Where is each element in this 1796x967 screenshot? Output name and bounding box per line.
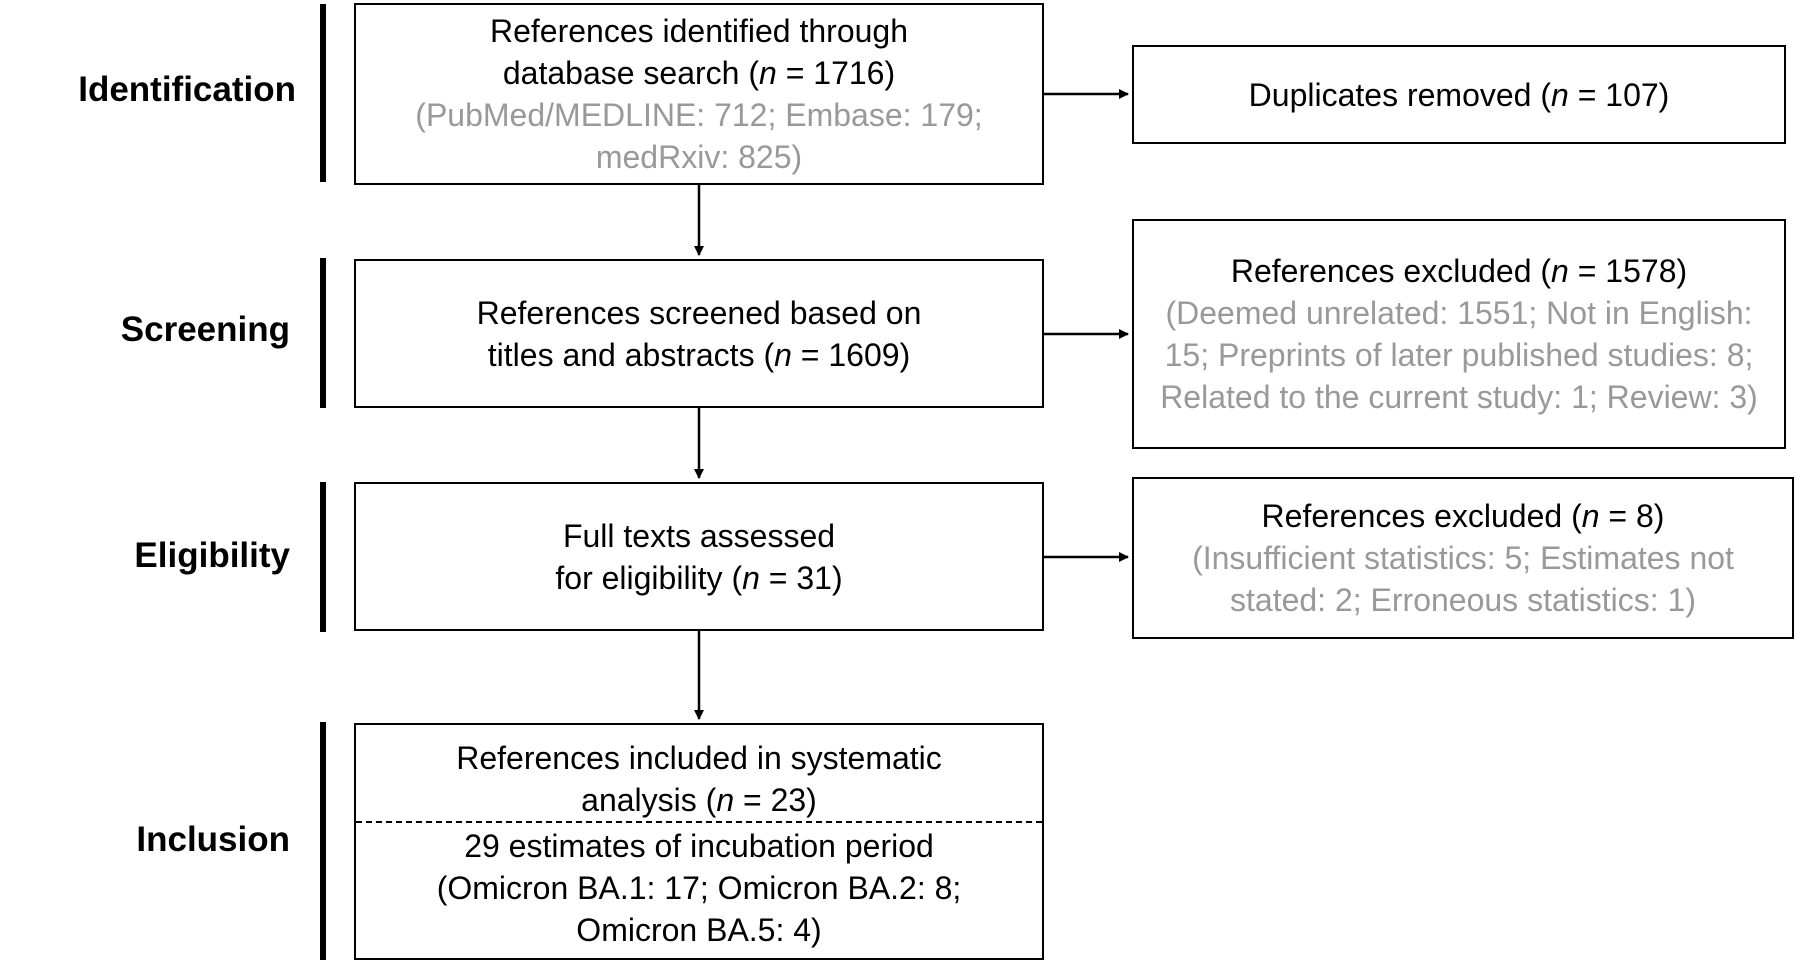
identified-sources-line1: (PubMed/MEDLINE: 712; Embase: 179; [415,97,983,133]
screened-line2: titles and abstracts (n = 1609) [487,336,911,373]
included-line2: analysis (n = 23) [581,782,817,818]
included-line5: Omicron BA.5: 4) [576,912,822,948]
included-line1: References included in systematic [456,740,942,776]
identified-line1: References identified through [489,13,909,49]
excluded-eligibility-detail-line2: stated: 2; Erroneous statistics: 1) [1230,582,1696,618]
box-references-excluded-eligibility: References excluded (n = 8) (Insufficien… [1132,477,1794,639]
box-references-identified: References identified through database s… [354,3,1044,185]
full-texts-line2: for eligibility (n = 31) [555,559,843,596]
stage-bar-inclusion [320,722,326,960]
box-duplicates-removed: Duplicates removed (n = 107) [1132,45,1786,144]
excluded-eligibility-title: References excluded (n = 8) [1261,498,1665,534]
box-full-texts-assessed: Full texts assessed for eligibility (n =… [354,482,1044,631]
stage-bar-screening [320,258,326,408]
identified-sources-line2: medRxiv: 825) [595,139,803,175]
stage-label-inclusion: Inclusion [136,820,290,859]
stage-label-identification: Identification [78,70,296,109]
included-line3: 29 estimates of incubation period [464,828,934,864]
excluded-eligibility-detail-line1: (Insufficient statistics: 5; Estimates n… [1192,540,1734,576]
included-line4: (Omicron BA.1: 17; Omicron BA.2: 8; [436,870,962,906]
included-estimates: 29 estimates of incubation period (Omicr… [356,825,1042,951]
included-dashed-divider [356,821,1042,823]
excluded-screening-title: References excluded (n = 1578) [1230,253,1688,289]
excluded-screening-detail: (Deemed unrelated: 1551; Not in English:… [1160,295,1758,415]
screened-line1: References screened based on [476,294,922,331]
full-texts-line1: Full texts assessed [562,517,836,554]
box-references-excluded-screening: References excluded (n = 1578) (Deemed u… [1132,219,1786,449]
stage-bar-eligibility [320,482,326,632]
box-references-included: References included in systematic analys… [354,723,1044,960]
stage-label-screening: Screening [120,310,290,349]
duplicates-text: Duplicates removed (n = 107) [1248,76,1670,113]
stage-label-eligibility: Eligibility [134,536,290,575]
stage-bar-identification [320,4,326,182]
box-references-screened: References screened based on titles and … [354,259,1044,408]
identified-line2: database search (n = 1716) [502,55,896,91]
